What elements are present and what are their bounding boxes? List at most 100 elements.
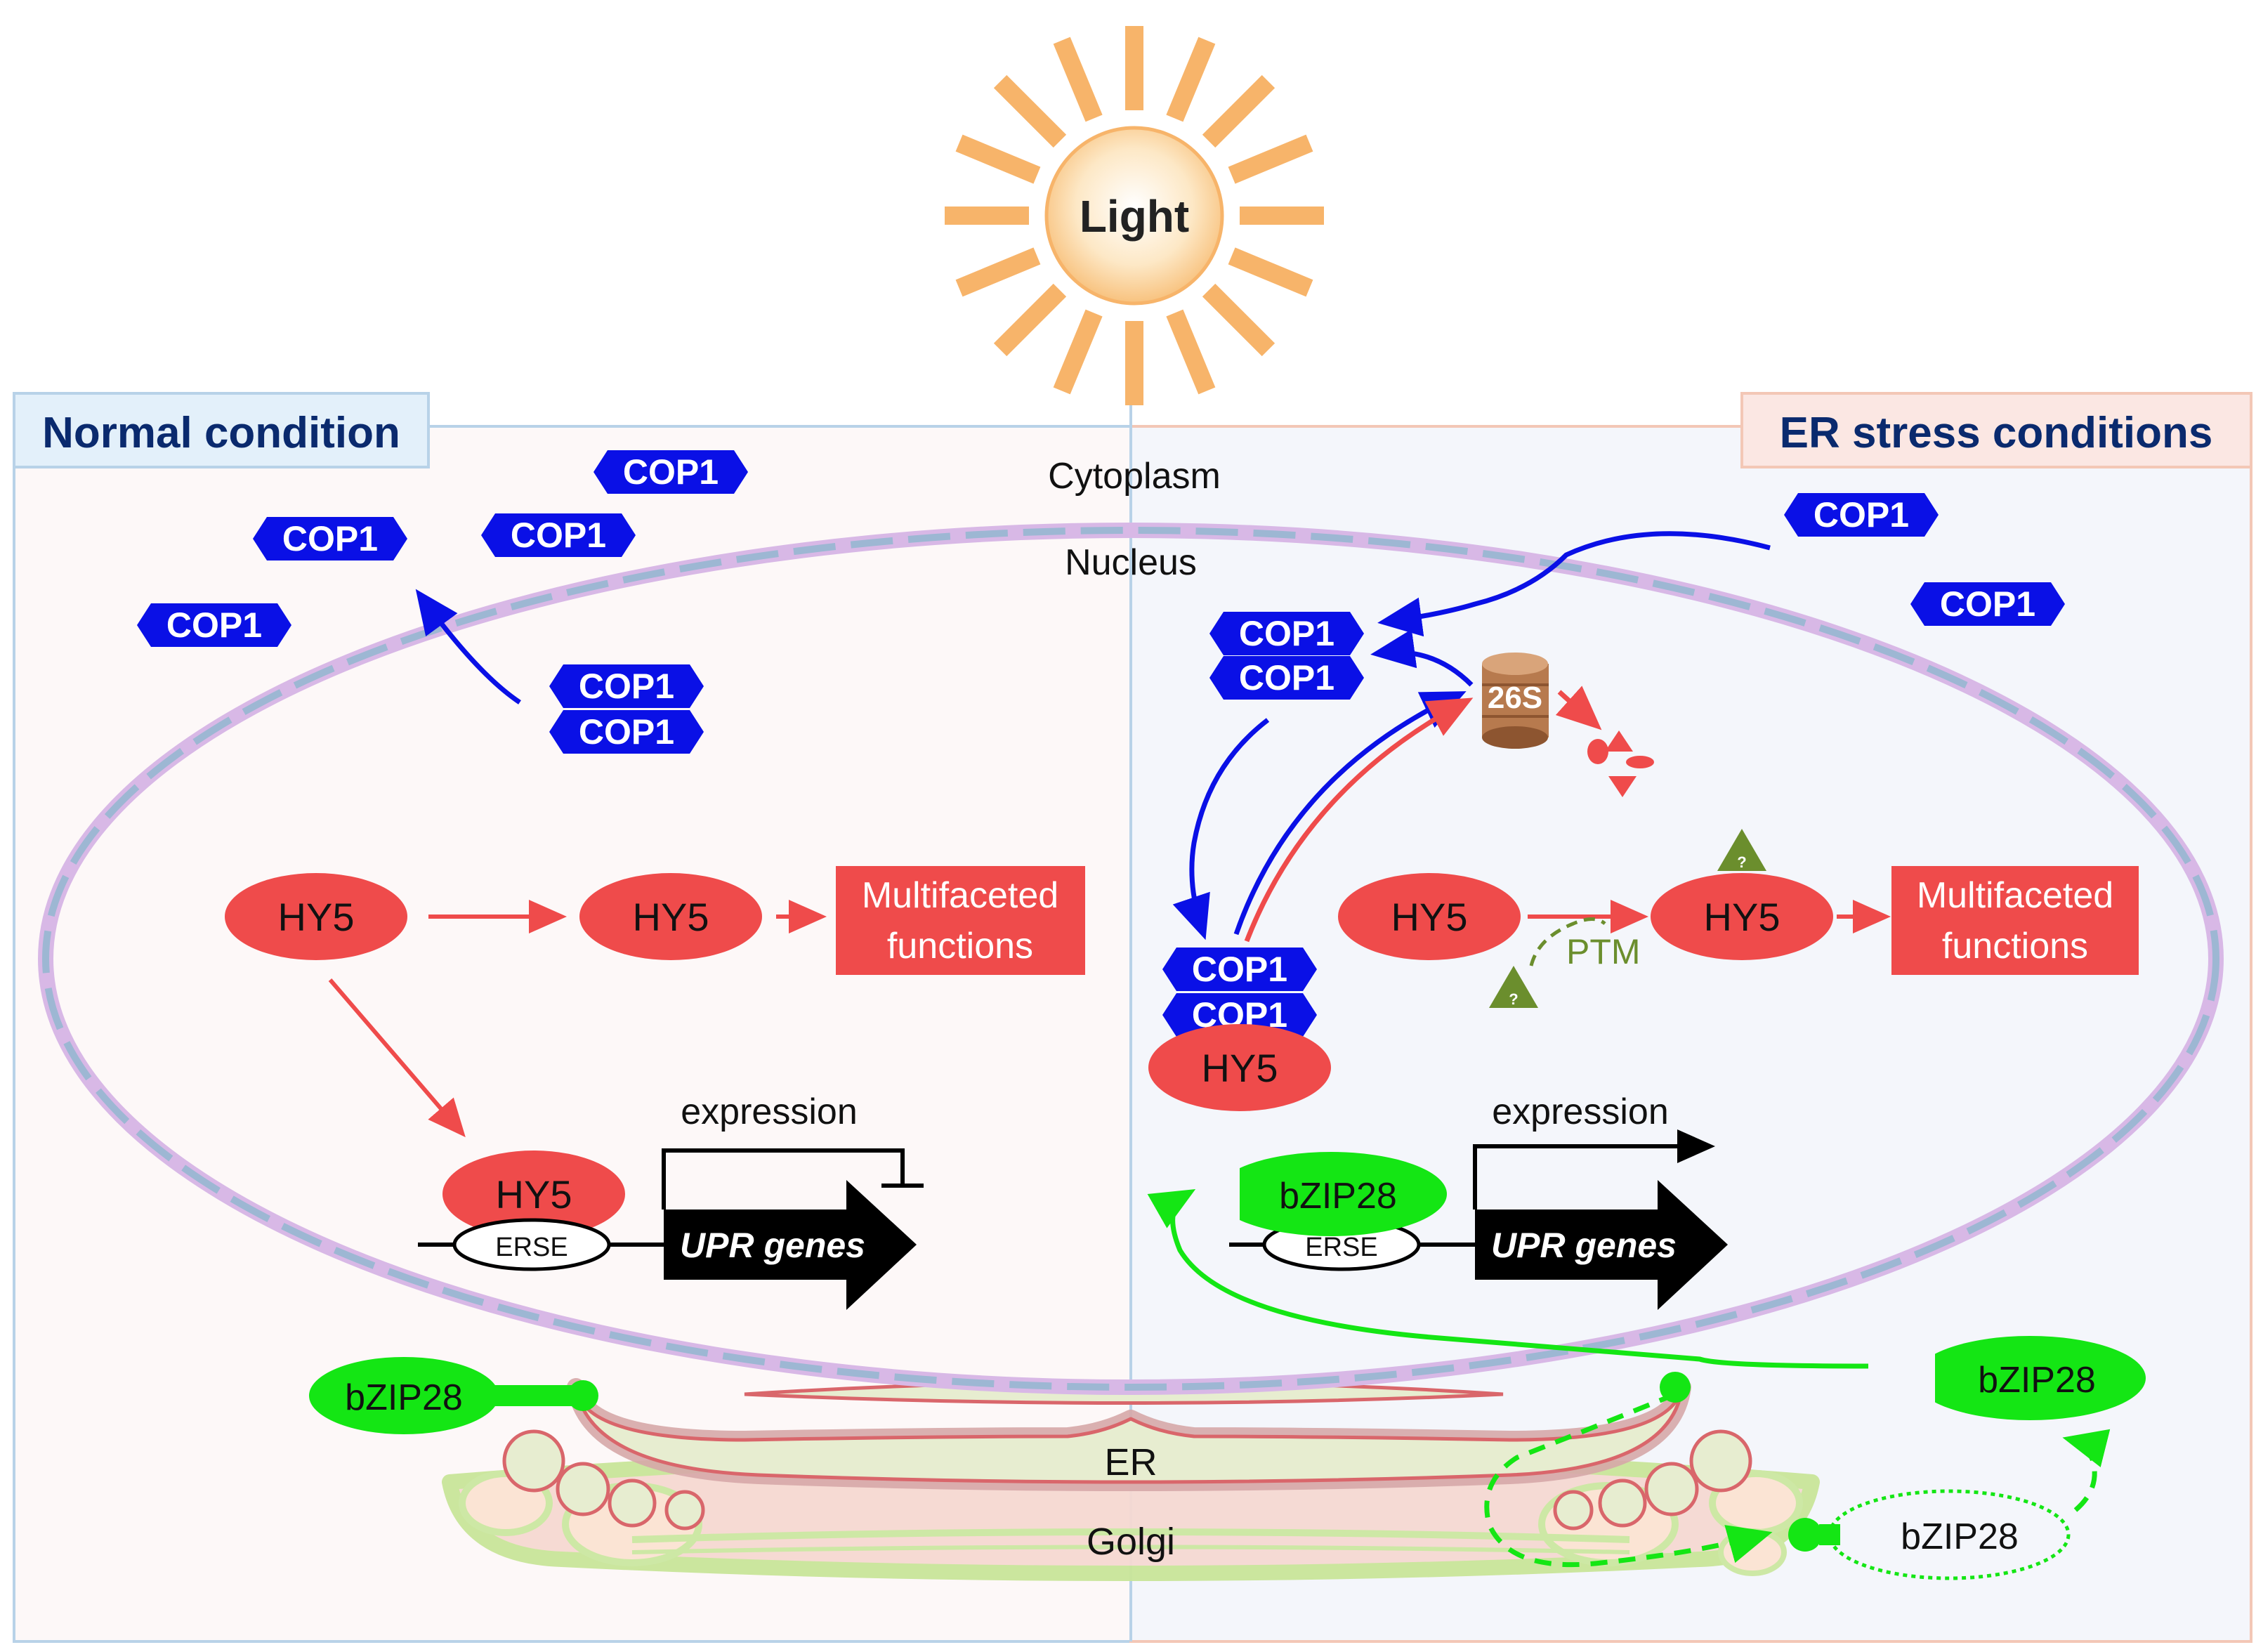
cop1-label: COP1 — [1239, 658, 1334, 697]
svg-text:ERSE: ERSE — [1305, 1233, 1377, 1262]
cop1-label: COP1 — [511, 516, 606, 555]
svg-text:HY5: HY5 — [633, 895, 709, 939]
upr-genes-arrow-right — [1475, 1180, 1728, 1310]
svg-text:bZIP28: bZIP28 — [1901, 1516, 2019, 1557]
svg-text:UPR genes: UPR genes — [1491, 1226, 1677, 1265]
bzip28-cleaved: bZIP28 — [1914, 1336, 2146, 1420]
hy5-right-complex: HY5 — [1148, 1024, 1331, 1111]
sun-ray — [1166, 309, 1216, 395]
upr-genes-arrow-left — [664, 1180, 917, 1310]
normal-title-box — [13, 392, 430, 468]
sun-ray — [1202, 283, 1275, 357]
functions-box-right: Multifaceted functions — [1891, 866, 2139, 975]
ptm-label: PTM — [1566, 932, 1641, 971]
functions-box-left: Multifaceted functions — [836, 866, 1085, 975]
erse-element-left — [452, 1218, 611, 1271]
light-label: Light — [1080, 191, 1189, 242]
sun-ray — [955, 247, 1041, 297]
sun-ray — [1053, 37, 1103, 122]
cop1-complex-top: COP1 — [1162, 948, 1317, 991]
cop1-label: COP1 — [166, 605, 262, 645]
hy5-right-initial: HY5 — [1338, 873, 1521, 960]
sun-ray — [1202, 74, 1275, 148]
cop1-dimer-right-bottom: COP1 — [1209, 656, 1364, 700]
cop1-label: COP1 — [1940, 584, 2035, 624]
expression-repression-line — [662, 1148, 905, 1210]
complex-to-26s-red — [1244, 697, 1474, 943]
bzip28-cleavage-arrow — [2062, 1429, 2111, 1512]
bzip28-nuclear: bZIP28 — [1215, 1152, 1447, 1236]
svg-text:Multifaceted: Multifaceted — [862, 875, 1058, 916]
sun-ray — [993, 74, 1067, 148]
svg-text:HY5: HY5 — [1202, 1046, 1278, 1090]
stress-condition-title: ER stress conditions — [1780, 409, 2213, 457]
sun-ray — [1166, 37, 1216, 122]
cop1-hy5-binding-arrow — [1172, 718, 1270, 940]
svg-text:functions: functions — [1942, 926, 2088, 966]
bzip28-golgi-transport-arrow — [1484, 1391, 1773, 1568]
ptm-dashed-arrow — [1529, 917, 1606, 966]
er-label: ER — [1104, 1441, 1157, 1483]
cop1-label: COP1 — [579, 667, 674, 706]
cop1-export-arrow — [415, 589, 521, 704]
sun-icon: Light — [945, 26, 1324, 405]
bzip28-er-anchored: bZIP28 — [309, 1357, 598, 1434]
expression-activation-arrow — [1473, 1129, 1715, 1210]
degradation-arrow — [1555, 686, 1602, 730]
svg-text:Multifaceted: Multifaceted — [1917, 875, 2113, 916]
hy5-left-active: HY5 — [579, 873, 762, 960]
unknown-modifier-top-icon — [1717, 829, 1766, 871]
cop1-cytoplasm-right-2: COP1 — [1910, 582, 2065, 626]
er-vesicles — [502, 1429, 1752, 1530]
bzip28-nuclear-import-arrow — [1147, 1189, 1869, 1369]
svg-text:ERSE: ERSE — [495, 1233, 568, 1262]
hy5-left-initial: HY5 — [225, 873, 407, 960]
svg-text:HY5: HY5 — [496, 1172, 572, 1217]
cop1-cytoplasm-3: COP1 — [137, 603, 291, 647]
cytoplasm-label: Cytoplasm — [1048, 456, 1221, 497]
cop1-label: COP1 — [1239, 614, 1334, 653]
svg-text:?: ? — [1509, 990, 1518, 1008]
proteasome-label: 26S — [1488, 681, 1542, 715]
sun-ray — [1053, 309, 1103, 395]
svg-text:UPR genes: UPR genes — [680, 1226, 865, 1265]
arrows — [328, 531, 2111, 1568]
nucleus-envelope — [38, 523, 2224, 1395]
ptm-modifiers: ? ? PTM — [1489, 829, 1766, 1008]
bzip28-golgi: bZIP28 — [1788, 1489, 2071, 1580]
hy5-proteins: HY5 HY5 HY5 HY5 HY5 HY5 — [225, 873, 1833, 1238]
sun-ray — [993, 283, 1067, 357]
nucleus-label: Nucleus — [1065, 542, 1197, 583]
cop1-cytoplasm-1: COP1 — [253, 517, 407, 560]
svg-text:HY5: HY5 — [1704, 895, 1780, 939]
cop1-dimer-left-top: COP1 — [549, 664, 704, 708]
cop1-import-arrow — [1377, 531, 1771, 637]
cop1-dimer-left-bottom: COP1 — [549, 710, 704, 754]
cop1-cytoplasm-top: COP1 — [593, 450, 748, 494]
svg-text:bZIP28: bZIP28 — [345, 1377, 463, 1418]
unknown-modifier-bottom-icon — [1489, 966, 1538, 1008]
svg-text:functions: functions — [887, 926, 1033, 966]
sun-ray — [1228, 134, 1313, 184]
golgi-label: Golgi — [1087, 1521, 1175, 1563]
cop1-label: COP1 — [282, 519, 378, 558]
dna-left: ERSE UPR genes expression — [418, 1092, 917, 1310]
hy5-binding-arrow — [328, 978, 466, 1138]
sun-rays — [945, 26, 1324, 405]
cop1-dimer-right-top: COP1 — [1209, 612, 1364, 655]
bzip28-er-anchor-right — [1660, 1372, 1691, 1403]
cop1-release-arrow — [1370, 629, 1474, 687]
cop1-label: COP1 — [579, 712, 674, 752]
cop1-label: COP1 — [623, 452, 719, 492]
cop1-label: COP1 — [1192, 950, 1287, 989]
cop1-cytoplasm-2: COP1 — [481, 513, 636, 557]
normal-condition-title: Normal condition — [42, 409, 400, 457]
sun-ray — [955, 134, 1041, 184]
proteasome-26s: 26S — [1482, 653, 1549, 749]
svg-text:bZIP28: bZIP28 — [1978, 1360, 2096, 1401]
bzip28-proteins: bZIP28 bZIP28 bZIP28 bZIP28 — [309, 1152, 2146, 1580]
svg-text:HY5: HY5 — [1391, 895, 1468, 939]
hy5-left-bound: HY5 — [442, 1150, 625, 1238]
